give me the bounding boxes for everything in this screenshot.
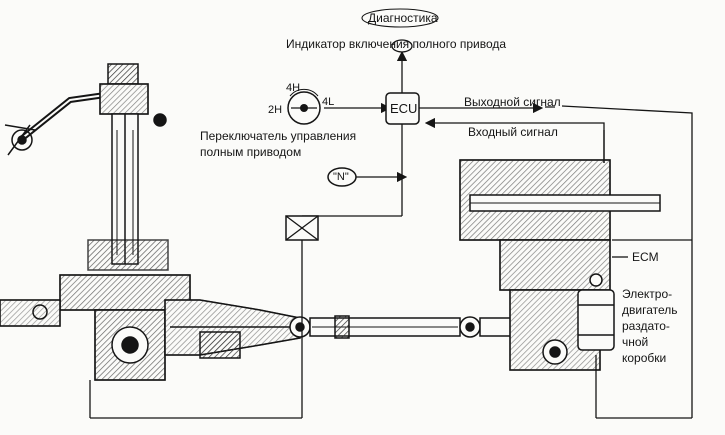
switch-caption-line1: Переключатель управления (200, 129, 357, 143)
sensor-box-icon (285, 215, 319, 241)
ecu-box (385, 92, 420, 125)
transfer-case-assembly (459, 159, 661, 371)
neutral-label: "N" (333, 171, 349, 183)
input-signal-label: Входный сигнал (468, 125, 558, 139)
ecm-label: ECM (632, 250, 659, 264)
motor-label-line2: двигатель (622, 303, 678, 317)
pos-2h-label: 2H (268, 104, 283, 116)
ecu-label: ECU (390, 101, 418, 116)
switch-caption-line2: полным приводом (200, 145, 302, 159)
motor-label-line1: Электро- (622, 287, 673, 301)
4wd-switch-icon (287, 88, 321, 125)
wiring (89, 50, 693, 419)
indicator-lamp-icon (391, 39, 413, 53)
pos-4h-label: 4H (286, 82, 301, 94)
neutral-switch-icon (327, 167, 357, 187)
motor-label-line4: чной (622, 335, 649, 349)
pos-4l-label: 4L (322, 96, 335, 108)
motor-label-line5: коробки (622, 351, 667, 365)
fwd-indicator-label: Индикатор включения полного привода (286, 37, 507, 51)
diagnostics-label: Диагностика (368, 11, 438, 25)
diagnostics-outline (361, 8, 439, 28)
front-differential-assembly (0, 63, 301, 381)
motor-label-line3: раздато- (622, 319, 670, 333)
output-signal-label: Выходной сигнал (464, 95, 561, 109)
